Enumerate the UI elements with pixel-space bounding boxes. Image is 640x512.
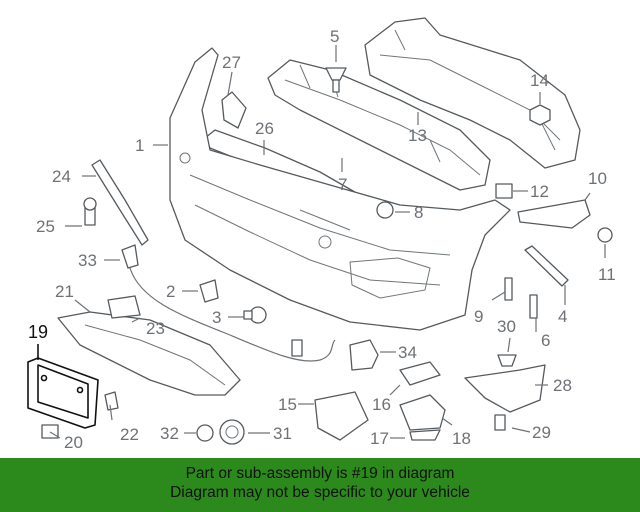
- callout-2[interactable]: 2: [166, 282, 175, 301]
- part-14-nut[interactable]: [529, 104, 551, 126]
- callout-32[interactable]: 32: [160, 424, 179, 443]
- callout-20[interactable]: 20: [64, 433, 83, 452]
- callout-33[interactable]: 33: [78, 251, 97, 270]
- part-19-license-bracket[interactable]: [27, 357, 99, 429]
- part-31-fog-lamp[interactable]: [219, 419, 245, 445]
- callout-labels: 1 2 3 4 5 6 7 8 9 10 11 12 13 14 15 16 1…: [28, 27, 616, 452]
- callout-23[interactable]: 23: [146, 319, 165, 338]
- part-24-side-bracket[interactable]: [91, 159, 149, 246]
- callout-21[interactable]: 21: [55, 282, 74, 301]
- callout-11[interactable]: 11: [598, 265, 616, 284]
- part-18-housing[interactable]: [399, 394, 446, 431]
- part-15-cover[interactable]: [314, 391, 369, 441]
- footer-line-2: Diagram may not be specific to your vehi…: [170, 484, 470, 501]
- callout-30[interactable]: 30: [497, 317, 516, 336]
- callout-6[interactable]: 6: [541, 331, 550, 350]
- part-27-bracket[interactable]: [221, 91, 247, 129]
- part-13-reinforcement-beam[interactable]: [364, 17, 581, 169]
- callout-9[interactable]: 9: [474, 307, 483, 326]
- part-21-lower-shield[interactable]: [57, 311, 241, 396]
- callout-22[interactable]: 22: [120, 425, 139, 444]
- part-4-trim-strip[interactable]: [524, 245, 569, 287]
- callout-25[interactable]: 25: [36, 217, 55, 236]
- callout-28[interactable]: 28: [553, 376, 572, 395]
- callout-3[interactable]: 3: [212, 308, 221, 327]
- part-29-bolt[interactable]: [494, 414, 506, 431]
- part-8-bolt[interactable]: [376, 201, 394, 219]
- callout-8[interactable]: 8: [414, 203, 423, 222]
- part-33-wire-harness[interactable]: [121, 244, 336, 362]
- part-23-bracket[interactable]: [107, 295, 141, 319]
- callout-29[interactable]: 29: [532, 423, 551, 442]
- callout-17[interactable]: 17: [370, 429, 389, 448]
- callout-10[interactable]: 10: [588, 169, 607, 188]
- part-2-clip[interactable]: [199, 279, 219, 303]
- callout-1[interactable]: 1: [135, 136, 144, 155]
- callout-5[interactable]: 5: [330, 27, 339, 46]
- part-11-bolt[interactable]: [597, 227, 613, 243]
- part-17-trim[interactable]: [409, 429, 441, 441]
- callout-19[interactable]: 19: [28, 322, 48, 342]
- part-22-clip[interactable]: [104, 391, 119, 411]
- callout-31[interactable]: 31: [273, 424, 292, 443]
- callout-26[interactable]: 26: [255, 119, 274, 138]
- part-12-clip[interactable]: [495, 183, 513, 199]
- part-9-bolt[interactable]: [504, 277, 513, 301]
- callout-14[interactable]: 14: [530, 71, 549, 90]
- part-1-bumper-cover[interactable]: [169, 47, 511, 331]
- parts-diagram: 1 2 3 4 5 6 7 8 9 10 11 12 13 14 15 16 1…: [27, 17, 616, 452]
- callout-24[interactable]: 24: [52, 167, 71, 186]
- callout-34[interactable]: 34: [398, 343, 417, 362]
- part-34-parking-sensor[interactable]: [349, 339, 379, 371]
- part-16-bracket[interactable]: [399, 361, 441, 386]
- callout-27[interactable]: 27: [222, 53, 241, 72]
- callout-16[interactable]: 16: [372, 395, 391, 414]
- part-25-bolt[interactable]: [83, 197, 97, 226]
- callout-18[interactable]: 18: [452, 429, 471, 448]
- callout-7[interactable]: 7: [338, 175, 347, 194]
- part-6-bolt[interactable]: [529, 294, 538, 319]
- part-5-clip[interactable]: [325, 67, 347, 93]
- part-3-clip[interactable]: [243, 306, 267, 324]
- callout-13[interactable]: 13: [408, 126, 427, 145]
- leader-lines: [37, 45, 606, 439]
- callout-12[interactable]: 12: [530, 182, 549, 201]
- part-30-clip[interactable]: [497, 354, 517, 367]
- info-footer: Part or sub-assembly is #19 in diagram D…: [0, 458, 640, 512]
- part-10-trim[interactable]: [517, 199, 591, 229]
- part-32-ring[interactable]: [196, 424, 214, 442]
- callout-15[interactable]: 15: [278, 395, 297, 414]
- footer-line-1: Part or sub-assembly is #19 in diagram: [185, 465, 455, 482]
- part-28-side-bracket[interactable]: [464, 364, 546, 413]
- callout-4[interactable]: 4: [558, 307, 567, 326]
